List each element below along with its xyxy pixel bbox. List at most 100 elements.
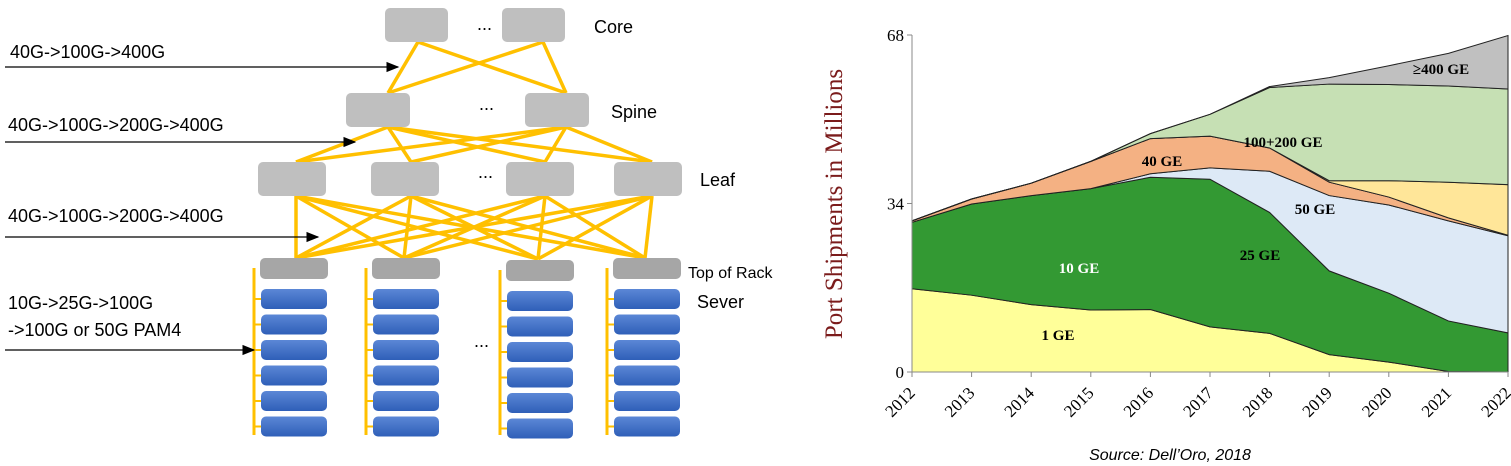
server [373, 340, 439, 360]
area-10-ge [911, 176, 1509, 373]
core-spine-link [417, 40, 567, 95]
x-tick-label: 2022 [1477, 383, 1511, 420]
area-40-ge [911, 135, 1509, 237]
server [507, 418, 573, 439]
server [614, 365, 680, 386]
data-center-topology-diagram: Core Spine Leaf Top of Rack Sever ... ..… [5, 8, 773, 439]
y-tick-label: 68 [887, 26, 904, 45]
leaf-switch [614, 162, 682, 196]
x-tick-label: 2014 [1001, 383, 1039, 421]
spine-leaf-link [387, 125, 653, 164]
x-tick-label: 2019 [1299, 383, 1336, 420]
server [261, 289, 327, 309]
server [373, 314, 439, 335]
series-label: 100+200 GE [1244, 135, 1323, 151]
x-tick-label: 2017 [1179, 383, 1217, 421]
server [261, 391, 327, 411]
leaf-switch [371, 162, 439, 196]
tier-label-spine: Spine [611, 102, 657, 122]
server [373, 416, 439, 437]
server [373, 391, 439, 411]
server [614, 314, 680, 335]
server [507, 291, 573, 311]
tor-switch [372, 258, 440, 279]
core-ellipsis: ... [477, 14, 492, 34]
x-tick-label: 2012 [881, 383, 918, 420]
tier-label-server: Sever [697, 292, 744, 312]
chart-source: Source: Dell’Oro, 2018 [1089, 447, 1251, 464]
y-tick-label: 0 [896, 363, 905, 382]
spine-leaf-link [387, 125, 546, 164]
server [614, 289, 680, 309]
speed-leaf-tor: 40G->100G->200G->400G [8, 206, 224, 226]
server [261, 314, 327, 335]
leaf-tor-link [537, 194, 653, 261]
server [507, 367, 573, 388]
y-tick-label: 34 [887, 195, 905, 214]
spine-ellipsis: ... [479, 94, 494, 114]
spine-leaf-link [295, 125, 389, 164]
core-switch [385, 8, 448, 42]
area-25-ge [911, 167, 1509, 334]
x-tick-label: 2015 [1060, 383, 1097, 420]
x-tick-label: 2016 [1120, 383, 1157, 420]
server [373, 289, 439, 309]
leaf-tor-link [536, 195, 547, 260]
speed-core-spine: 40G->100G->400G [10, 42, 165, 62]
server [373, 365, 439, 386]
spine-leaf-link [565, 125, 653, 164]
spine-leaf-link [295, 125, 567, 164]
series-label: 40 GE [1142, 154, 1182, 170]
server [261, 416, 327, 437]
server [507, 393, 573, 413]
spine-switch [346, 93, 410, 127]
core-spine-link [386, 41, 420, 94]
spine-leaf-link [410, 125, 567, 164]
speed-spine-leaf: 40G->100G->200G->400G [8, 115, 224, 135]
series-label: 25 GE [1240, 248, 1280, 264]
y-axis-label: Port Shipments in Millions [821, 69, 848, 339]
server [261, 365, 327, 386]
series-label: 1 GE [1042, 328, 1075, 344]
leaf-tor-link [295, 194, 546, 260]
x-tick-label: 2020 [1358, 383, 1395, 420]
leaf-tor-link [295, 194, 412, 260]
tier-label-core: Core [594, 17, 633, 37]
rack-ellipsis: ... [474, 331, 489, 351]
series-label: 10 GE [1059, 261, 1099, 277]
x-tick-label: 2018 [1239, 383, 1276, 420]
area--400-ge [911, 34, 1509, 222]
leaf-tor-link [643, 195, 654, 259]
speed-server-line2: ->100G or 50G PAM4 [8, 320, 181, 340]
tier-label-tor: Top of Rack [688, 265, 773, 282]
leaf-tor-link [402, 195, 413, 259]
spine-switch [525, 93, 589, 127]
core-switch [502, 8, 565, 42]
speed-server-line1: 10G->25G->100G [8, 293, 153, 313]
server [507, 316, 573, 337]
leaf-tor-link [295, 194, 653, 260]
series-label: 50 GE [1295, 202, 1335, 218]
server [614, 391, 680, 411]
server [261, 340, 327, 360]
tor-switch [613, 258, 681, 279]
series-label: ≥400 GE [1413, 62, 1469, 78]
tor-switch [506, 260, 574, 281]
core-spine-link [387, 40, 544, 95]
leaf-tor-link [403, 194, 653, 260]
spine-leaf-link [543, 126, 568, 163]
area-100-200-ge [911, 83, 1509, 222]
spine-leaf-link [386, 126, 413, 163]
leaf-ellipsis: ... [478, 162, 493, 182]
area-50-ge [911, 135, 1509, 236]
leaf-switch [506, 162, 574, 196]
leaf-switch [258, 162, 326, 196]
server [614, 340, 680, 360]
x-tick-label: 2013 [941, 383, 978, 420]
tier-label-leaf: Leaf [700, 170, 736, 190]
area-1-ge [911, 288, 1509, 373]
server [614, 416, 680, 437]
tor-switch [260, 258, 328, 279]
x-tick-label: 2021 [1418, 383, 1455, 420]
core-spine-link [541, 41, 568, 94]
